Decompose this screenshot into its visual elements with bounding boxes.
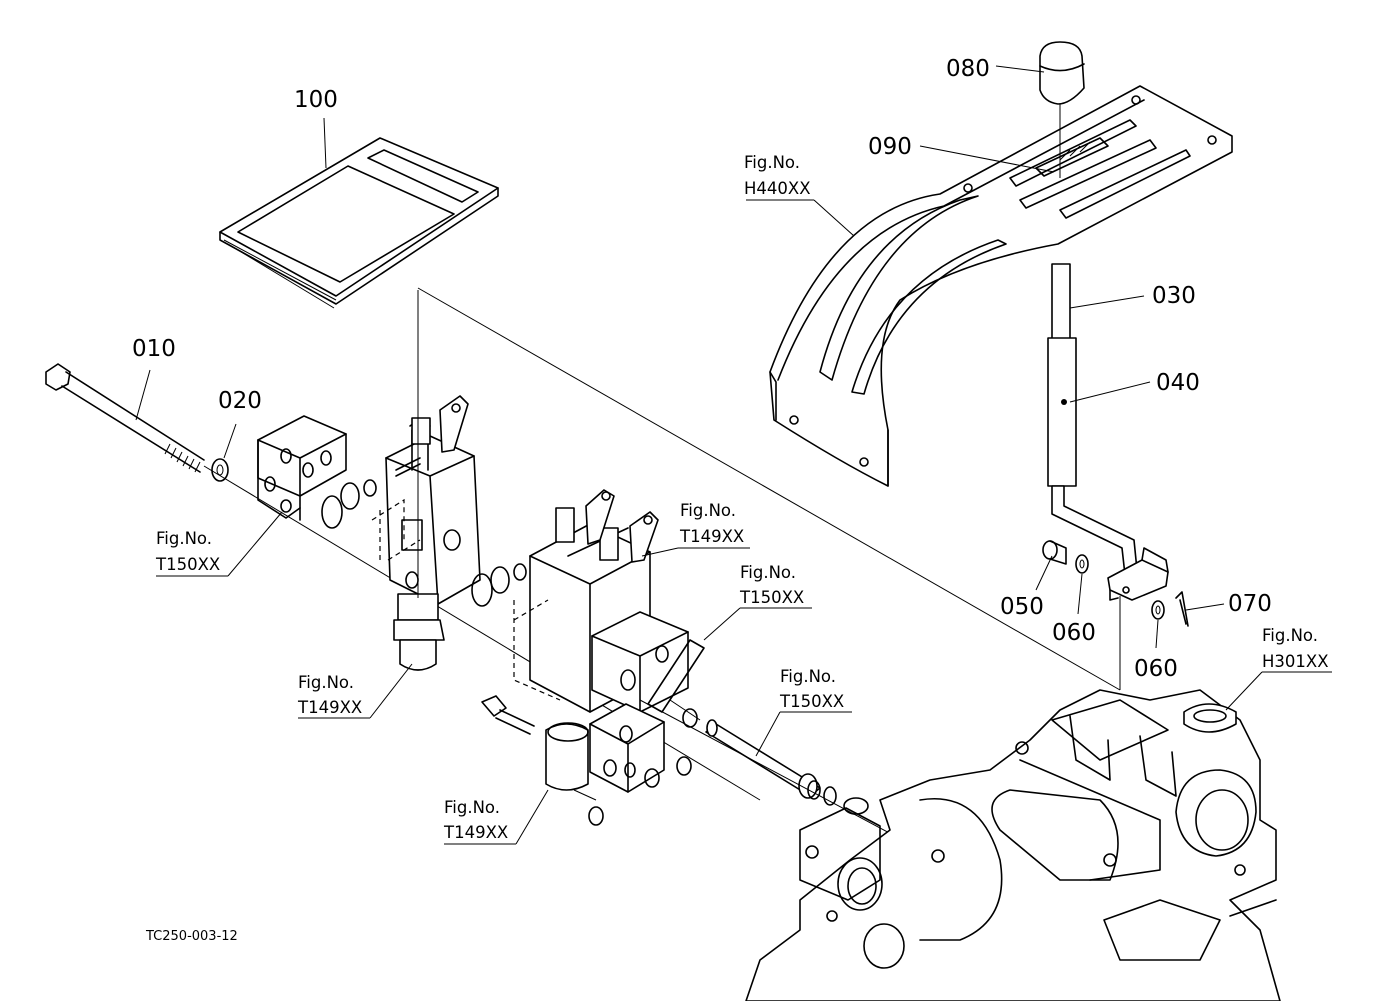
part-070-cotter-pin (1175, 591, 1189, 627)
leader-lines (156, 65, 1332, 845)
figref-t150-pipe-code: T150XX (779, 692, 844, 711)
figref-h301: Fig.No. H301XX (1262, 626, 1329, 671)
left-valve-section (371, 290, 481, 671)
figref-t150-left-prefix: Fig.No. (156, 529, 212, 548)
part-100-manual (219, 117, 499, 309)
figref-t149-lower-left-prefix: Fig.No. (298, 673, 354, 692)
left-end-plate (257, 415, 347, 521)
part-010-bolt (45, 363, 205, 473)
figref-h440: Fig.No. H440XX (744, 153, 811, 198)
lever-guide-plate (769, 85, 1233, 487)
label-060-b: 060 (1134, 656, 1178, 682)
figref-t150-right-prefix: Fig.No. (740, 563, 796, 582)
label-010: 010 (132, 336, 176, 362)
figref-t150-right: Fig.No. T150XX (739, 563, 804, 607)
figref-h301-code: H301XX (1262, 652, 1329, 671)
figref-t149-bottom-code: T149XX (443, 823, 508, 842)
pipe-part (669, 699, 837, 806)
part-060-washer-a (1075, 554, 1089, 574)
part-080-knob (1039, 41, 1085, 178)
drawing-code-caption: TC250-003-12 (145, 929, 238, 944)
label-070: 070 (1228, 591, 1272, 617)
figref-t149-bottom-prefix: Fig.No. (444, 798, 500, 817)
figref-t150-left: Fig.No. T150XX (155, 529, 220, 574)
figref-t150-pipe: Fig.No. T150XX (779, 667, 844, 711)
figref-h440-code: H440XX (744, 179, 811, 198)
part-050-pin (1042, 540, 1067, 565)
figref-t149-lower-left: Fig.No. T149XX (297, 673, 362, 717)
label-090: 090 (868, 134, 912, 160)
figref-t149-right: Fig.No. T149XX (679, 501, 744, 546)
figref-h301-prefix: Fig.No. (1262, 626, 1318, 645)
part-030-040-lever (1047, 263, 1169, 601)
label-080: 080 (946, 56, 990, 82)
figref-h440-prefix: Fig.No. (744, 153, 800, 172)
part-020-washer (211, 423, 237, 482)
label-050: 050 (1000, 594, 1044, 620)
label-020: 020 (218, 388, 262, 414)
figref-t149-lower-left-code: T149XX (297, 698, 362, 717)
bottom-manifold (481, 695, 698, 826)
figref-t149-right-code: T149XX (679, 527, 744, 546)
label-040: 040 (1156, 370, 1200, 396)
figref-t150-pipe-prefix: Fig.No. (780, 667, 836, 686)
figref-t149-right-prefix: Fig.No. (680, 501, 736, 520)
figref-t149-bottom: Fig.No. T149XX (443, 798, 508, 842)
o-rings-left (321, 479, 527, 607)
label-060-a: 060 (1052, 620, 1096, 646)
part-060-washer-b (1151, 600, 1165, 620)
transmission-housing (745, 689, 1281, 1001)
middle-valve-sections (513, 489, 705, 713)
figref-t150-right-code: T150XX (739, 588, 804, 607)
figref-t150-left-code: T150XX (155, 555, 220, 574)
label-100: 100 (294, 87, 338, 113)
label-030: 030 (1152, 283, 1196, 309)
